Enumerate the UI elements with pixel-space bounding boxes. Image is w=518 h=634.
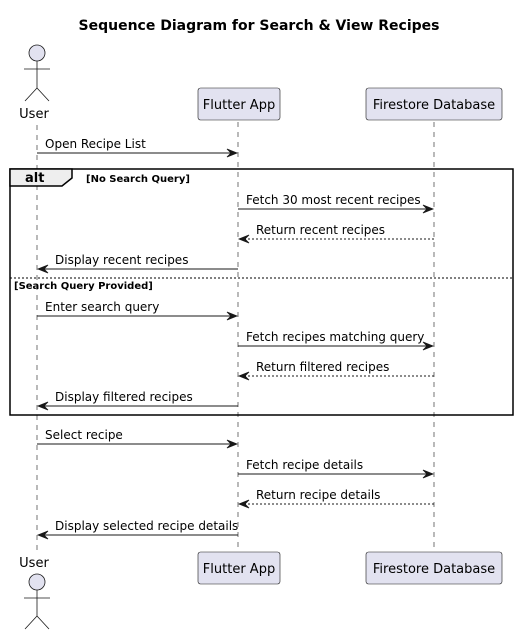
message-arrowhead [226,148,239,158]
message-arrowhead [237,371,250,381]
participant-firestore-database-bottom-label: Firestore Database [373,562,495,577]
diagram-title: Sequence Diagram for Search & View Recip… [79,18,440,34]
message-label: Display recent recipes [55,253,188,267]
message-arrowhead [36,401,49,411]
alt-guard-no-search: [No Search Query] [86,174,190,185]
message-label: Return recipe details [256,488,380,502]
message-label: Return filtered recipes [256,360,389,374]
message-label: Fetch recipes matching query [246,330,424,344]
participant-flutter-app-bottom: Flutter App [197,551,281,585]
message-label: Enter search query [45,300,159,314]
alt-guard-search-provided: [Search Query Provided] [14,281,153,292]
message-label: Open Recipe List [45,137,146,151]
actor-user-bottom-icon [24,573,50,630]
alt-keyword: alt [25,171,44,186]
participant-firestore-database-top-label: Firestore Database [373,98,495,113]
message-label: Display filtered recipes [55,390,193,404]
message-arrowhead [36,264,49,274]
message-label: Return recent recipes [256,223,385,237]
message-arrowhead [237,234,250,244]
message-label: Fetch recipe details [246,458,363,472]
message-label: Display selected recipe details [55,519,238,533]
message-arrowhead [36,530,49,540]
message-arrowhead [422,204,435,214]
message-label: Select recipe [45,428,123,442]
participant-firestore-database-bottom: Firestore Database [365,551,503,585]
alt-frame [9,168,514,416]
participant-flutter-app-top: Flutter App [197,87,281,121]
participant-flutter-app-top-label: Flutter App [203,98,275,113]
message-arrowhead [422,469,435,479]
participant-flutter-app-bottom-label: Flutter App [203,562,275,577]
actor-user-top-label: User [19,107,49,122]
message-arrowhead [226,311,239,321]
actor-user-bottom-label: User [19,556,49,571]
message-label: Fetch 30 most recent recipes [246,193,421,207]
actor-user-top-icon [24,44,50,102]
message-arrowhead [422,341,435,351]
alt-frame-tab [9,168,73,187]
message-arrowhead [226,439,239,449]
message-arrowhead [237,499,250,509]
participant-firestore-database-top: Firestore Database [365,87,503,121]
